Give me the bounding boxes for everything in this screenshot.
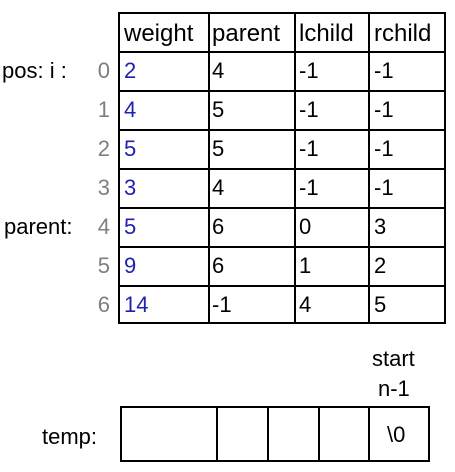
grid-line: [118, 322, 446, 324]
cell-rchild: -1: [374, 136, 394, 161]
row-index: 6: [97, 292, 110, 317]
temp-array: \0: [120, 406, 430, 462]
header-weight: weight: [124, 20, 194, 47]
grid-line: [118, 129, 446, 131]
array-divider: [318, 408, 320, 460]
cell-parent: 5: [212, 97, 225, 122]
array-divider: [267, 408, 269, 460]
row-index: 2: [97, 136, 110, 161]
row-index: 4: [97, 214, 110, 239]
cell-weight: 5: [124, 136, 137, 161]
cell-rchild: -1: [374, 175, 394, 200]
start-label: start: [372, 346, 415, 371]
grid-line: [118, 12, 120, 324]
cell-weight: 3: [124, 175, 137, 200]
n-minus-1-label: n-1: [378, 376, 410, 401]
cell-rchild: -1: [374, 58, 394, 83]
cell-lchild: -1: [299, 58, 319, 83]
parent-label: parent:: [4, 214, 73, 239]
cell-lchild: 1: [299, 253, 312, 278]
row-index: 3: [97, 175, 110, 200]
temp-label: temp:: [42, 424, 98, 449]
cell-parent: 4: [212, 58, 225, 83]
cell-lchild: -1: [299, 175, 319, 200]
cell-parent: 6: [212, 253, 225, 278]
cell-weight: 14: [124, 292, 149, 317]
grid-line: [118, 207, 446, 209]
header-lchild: lchild: [299, 20, 354, 47]
cell-lchild: -1: [299, 136, 319, 161]
cell-weight: 9: [124, 253, 137, 278]
cell-parent: -1: [212, 292, 232, 317]
cell-lchild: 0: [299, 214, 312, 239]
cell-rchild: -1: [374, 97, 394, 122]
cell-weight: 4: [124, 97, 137, 122]
pos-label: pos: i :: [2, 58, 67, 83]
grid-line: [368, 12, 370, 324]
grid-line: [118, 246, 446, 248]
temp-cell: \0: [387, 422, 406, 447]
grid-line: [444, 12, 446, 324]
cell-weight: 5: [124, 214, 137, 239]
array-divider: [368, 408, 370, 460]
grid-line: [118, 285, 446, 287]
cell-lchild: -1: [299, 97, 319, 122]
header-rchild: rchild: [374, 20, 432, 47]
row-index: 0: [97, 58, 110, 83]
row-index: 5: [97, 253, 110, 278]
cell-rchild: 3: [374, 214, 387, 239]
grid-line: [294, 12, 296, 324]
cell-weight: 2: [124, 58, 137, 83]
grid-line: [118, 168, 446, 170]
row-index: 1: [97, 97, 110, 122]
cell-parent: 6: [212, 214, 225, 239]
cell-parent: 4: [212, 175, 225, 200]
grid-line: [118, 12, 446, 14]
grid-line: [208, 12, 210, 324]
cell-rchild: 2: [374, 253, 387, 278]
grid-line: [118, 51, 446, 53]
huffman-table: [118, 12, 446, 324]
grid-line: [118, 90, 446, 92]
cell-rchild: 5: [374, 292, 387, 317]
cell-lchild: 4: [299, 292, 312, 317]
header-parent: parent: [212, 20, 281, 47]
cell-parent: 5: [212, 136, 225, 161]
array-divider: [216, 408, 218, 460]
